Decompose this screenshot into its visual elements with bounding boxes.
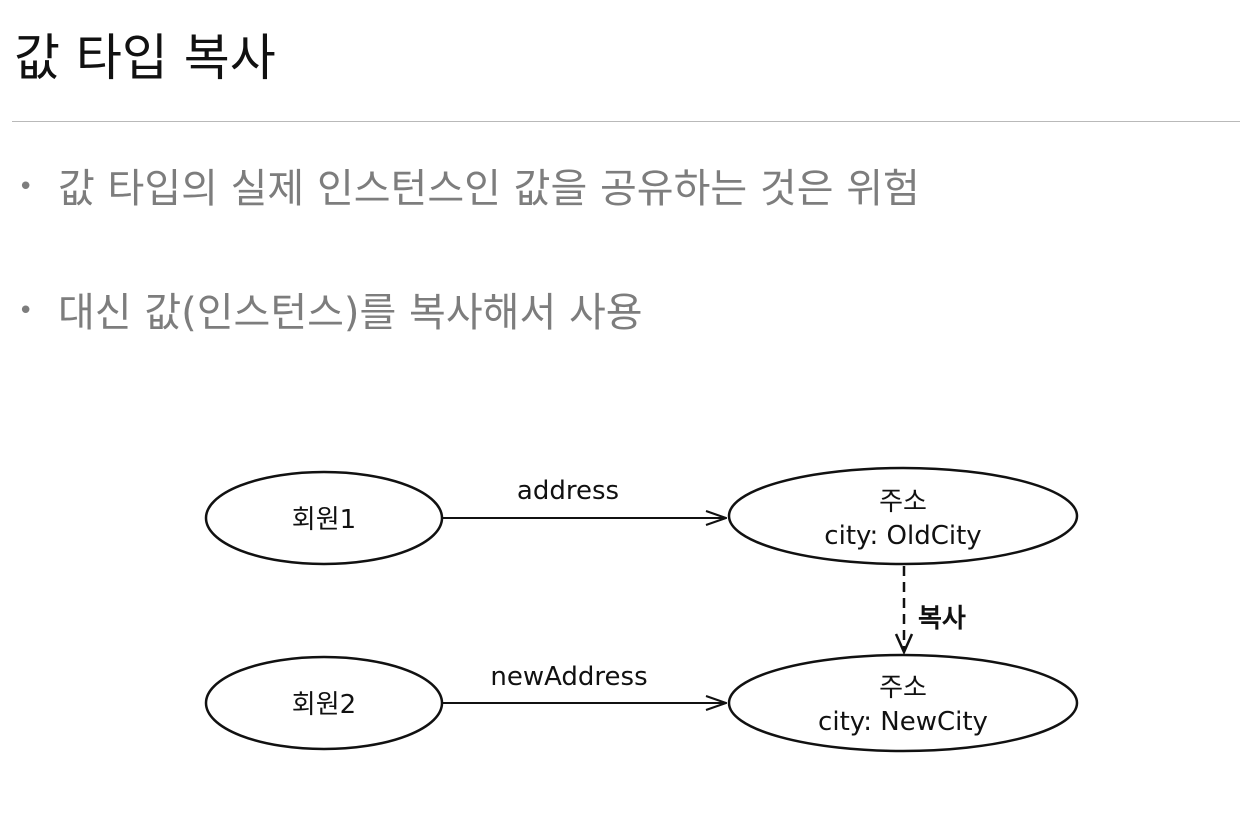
address1-node: 주소 city: OldCity (727, 466, 1079, 566)
edge-address-label: address (517, 476, 619, 506)
bullet-text: 값 타입의 실제 인스턴스인 값을 공유하는 것은 위험 (58, 166, 920, 212)
bullet-item: • 대신 값(인스턴스)를 복사해서 사용 (18, 280, 643, 338)
copy-arrowhead-icon (894, 633, 914, 656)
bullet-text: 대신 값(인스턴스)를 복사해서 사용 (58, 290, 643, 336)
bullet-item: • 값 타입의 실제 인스턴스인 값을 공유하는 것은 위험 (18, 156, 920, 214)
address2-detail: city: NewCity (818, 707, 988, 737)
address2-ellipse (727, 653, 1079, 753)
address2-node: 주소 city: NewCity (727, 653, 1079, 753)
copy-edge: 복사 (894, 566, 966, 656)
member1-node: 회원1 (204, 470, 444, 566)
member1-label: 회원1 (292, 505, 356, 535)
member2-label: 회원2 (292, 690, 356, 720)
copy-label: 복사 (918, 604, 966, 634)
bullet-dot-icon: • (18, 172, 34, 202)
slide-title: 값 타입 복사 (14, 29, 276, 87)
edge-address: address (442, 476, 726, 518)
edge-new-address-label: newAddress (490, 662, 647, 692)
address1-title: 주소 (879, 487, 927, 517)
edge-new-address: newAddress (442, 662, 726, 703)
address1-detail: city: OldCity (824, 521, 981, 551)
member2-node: 회원2 (204, 655, 444, 751)
title-divider (12, 121, 1240, 122)
bullet-dot-icon: • (18, 296, 34, 326)
address2-title: 주소 (879, 673, 927, 703)
address1-ellipse (727, 466, 1079, 566)
